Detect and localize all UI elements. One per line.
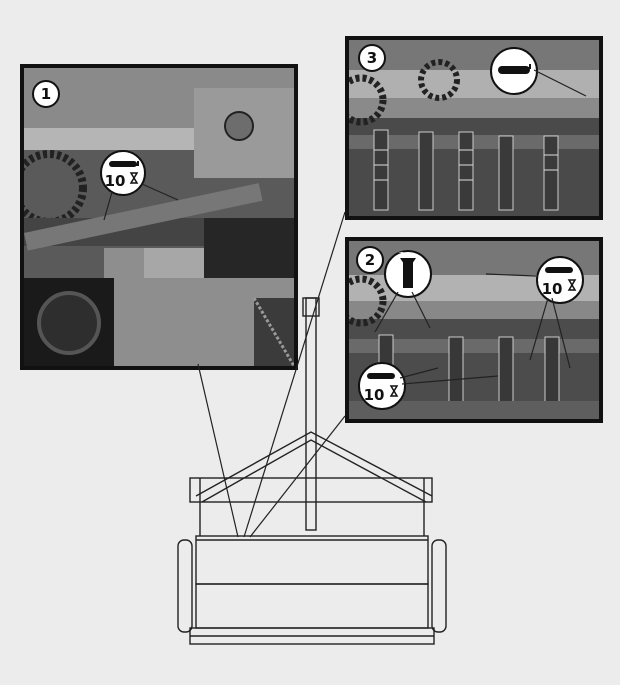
torque-badge-photo2-right: 10 <box>536 256 584 304</box>
lube-badge-photo2 <box>384 249 432 298</box>
torque-value: 10 <box>541 280 563 298</box>
photo-1-image <box>24 68 294 366</box>
wrench-icon <box>367 373 399 397</box>
leader-line-1 <box>197 363 239 538</box>
callout-number-3: 3 <box>358 44 386 72</box>
photo-3-image <box>349 40 599 216</box>
wrench-icon <box>545 267 577 291</box>
brush-lube-icon <box>391 249 416 288</box>
torque-badge-photo1: 10 <box>100 150 146 196</box>
callout-number-2: 2 <box>356 246 384 274</box>
leader-line-2 <box>249 415 346 538</box>
torque-badge-photo2-left: 10 <box>358 362 406 410</box>
wrench-icon-photo3 <box>498 64 531 74</box>
callout-number-1: 1 <box>32 80 60 108</box>
torque-value: 10 <box>104 172 126 190</box>
lube-badge-photo3 <box>490 47 538 95</box>
wrench-icon <box>109 161 139 184</box>
torque-value: 10 <box>363 386 385 404</box>
photo-3-shaft-detail <box>345 36 603 220</box>
photo-1-gearbox-detail <box>20 64 298 370</box>
